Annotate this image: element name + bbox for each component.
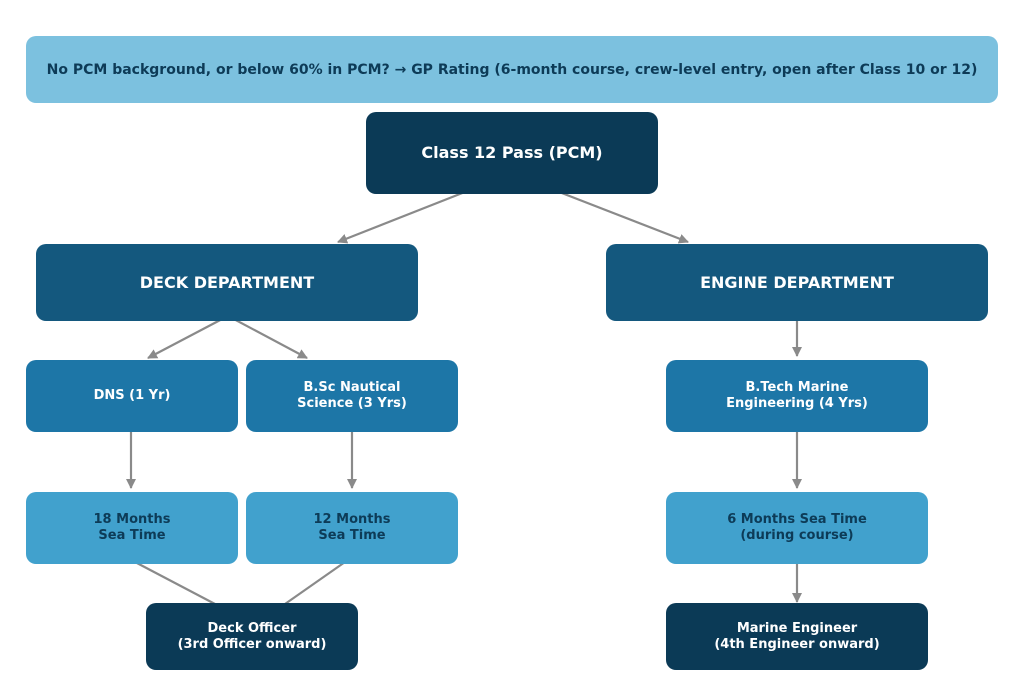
bsc-nautical-science-node: B.Sc Nautical Science (3 Yrs) xyxy=(246,360,458,432)
bsc-nautical-science-label: B.Sc Nautical Science (3 Yrs) xyxy=(297,380,407,411)
deck-officer-label: Deck Officer (3rd Officer onward) xyxy=(177,620,327,652)
bsc-sea-time-node: 12 Months Sea Time xyxy=(246,492,458,564)
btech-sea-time-node: 6 Months Sea Time (during course) xyxy=(666,492,928,564)
bsc-sea-time-label: 12 Months Sea Time xyxy=(313,512,391,543)
dns-course-node: DNS (1 Yr) xyxy=(26,360,238,432)
gp-rating-banner: No PCM background, or below 60% in PCM? … xyxy=(26,36,998,103)
arrow-root-to-engine xyxy=(553,188,689,244)
engine-department-title: ENGINE DEPARTMENT xyxy=(700,272,894,292)
dns-sea-time-node: 18 Months Sea Time xyxy=(26,492,238,564)
line-dns-sea-to-deck-officer xyxy=(134,561,216,605)
btech-sea-time-label: 6 Months Sea Time (during course) xyxy=(727,512,867,543)
engine-department-node: ENGINE DEPARTMENT xyxy=(606,244,988,321)
class-12-pcm-label: Class 12 Pass (PCM) xyxy=(421,143,603,162)
line-bsc-sea-to-deck-officer xyxy=(284,561,346,605)
deck-department-node: DECK DEPARTMENT xyxy=(36,244,418,321)
arrow-deck-to-dns xyxy=(147,316,227,359)
dns-course-label: DNS (1 Yr) xyxy=(93,388,171,403)
btech-marine-engineering-node: B.Tech Marine Engineering (4 Yrs) xyxy=(666,360,928,432)
arrow-root-to-deck xyxy=(337,188,471,244)
deck-officer-node: Deck Officer (3rd Officer onward) xyxy=(146,603,358,670)
marine-engineer-node: Marine Engineer (4th Engineer onward) xyxy=(666,603,928,670)
class-12-pcm-node: Class 12 Pass (PCM) xyxy=(366,112,658,194)
arrow-deck-to-bsc xyxy=(229,316,308,359)
dns-sea-time-label: 18 Months Sea Time xyxy=(93,512,171,543)
marine-engineer-label: Marine Engineer (4th Engineer onward) xyxy=(714,620,880,652)
deck-department-title: DECK DEPARTMENT xyxy=(139,272,315,292)
gp-rating-banner-text: No PCM background, or below 60% in PCM? … xyxy=(46,61,978,78)
btech-marine-engineering-label: B.Tech Marine Engineering (4 Yrs) xyxy=(726,380,868,411)
